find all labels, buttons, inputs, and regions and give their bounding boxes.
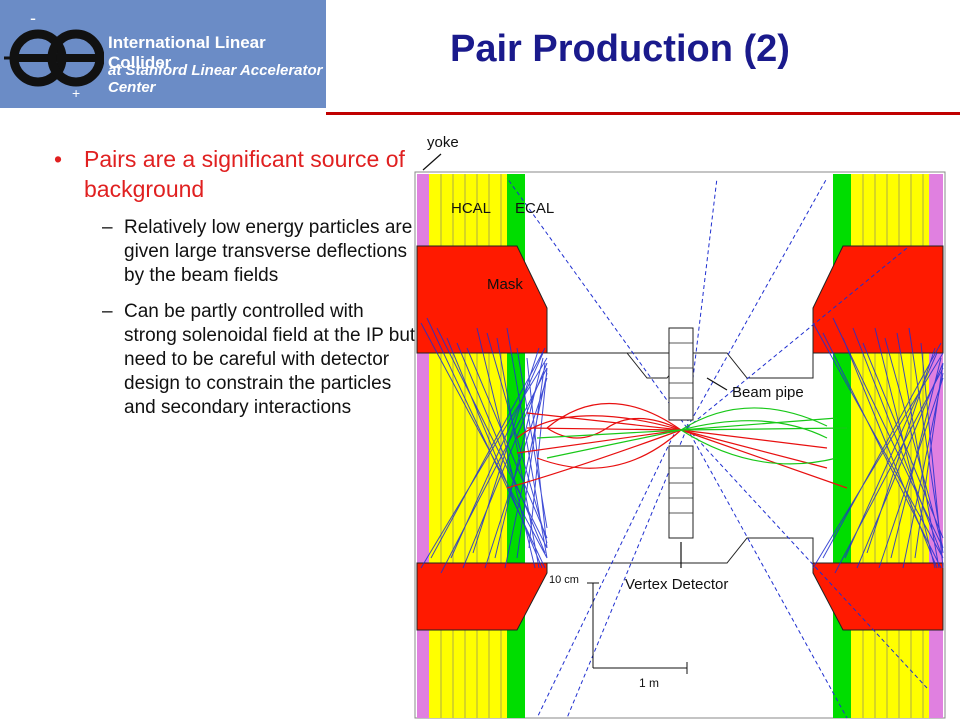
mask-upper-left xyxy=(416,245,548,354)
bullet-dot-icon: • xyxy=(54,146,63,172)
yoke-label: yoke xyxy=(427,134,459,151)
sub-bullet-text: Relatively low energy particles are give… xyxy=(124,217,413,286)
slide-title: Pair Production (2) xyxy=(450,28,790,70)
logo-subtitle: at Stanford Linear Accelerator Center xyxy=(108,62,323,96)
scale-10cm-label: 10 cm xyxy=(549,574,579,586)
mask-lower-left xyxy=(416,562,548,631)
ilc-emblem-icon: - + xyxy=(4,8,104,101)
sub-bullet-list: – Relatively low energy particles are gi… xyxy=(102,216,416,420)
svg-text:-: - xyxy=(30,8,36,28)
dash-icon: – xyxy=(102,301,113,322)
logo: - + International Linear Collider at Sta… xyxy=(0,0,326,108)
beam-pipe-label: Beam pipe xyxy=(732,384,804,401)
sub-bullet: – Can be partly controlled with strong s… xyxy=(102,300,416,420)
svg-text:+: + xyxy=(72,85,80,101)
main-bullet: • Pairs are a significant source of back… xyxy=(48,144,416,204)
hcal-label: HCAL xyxy=(451,200,492,217)
mask-lower-right xyxy=(812,562,944,631)
vertex-detector-label: Vertex Detector xyxy=(625,576,729,593)
sub-bullet-text: Can be partly controlled with strong sol… xyxy=(124,301,416,418)
scale-1m-label: 1 m xyxy=(639,676,660,690)
detector-diagram xyxy=(414,153,946,719)
vertex-detector-lower xyxy=(668,445,694,539)
beam-pipe-arrow-icon xyxy=(706,377,728,391)
beam-pipe-upper xyxy=(547,352,814,379)
ecal-label: ECAL xyxy=(515,200,555,217)
sub-bullet: – Relatively low energy particles are gi… xyxy=(102,216,416,288)
beam-pipe-lower xyxy=(547,537,814,564)
yoke-arrow-icon xyxy=(422,153,442,171)
logo-title: International Linear Collider xyxy=(108,33,266,72)
main-bullet-text: Pairs are a significant source of backgr… xyxy=(84,146,405,202)
detector-figure: yoke HCAL ECAL Mask Beam pipe Vertex Det… xyxy=(407,128,960,720)
bullet-list: • Pairs are a significant source of back… xyxy=(48,144,416,432)
mask-label: Mask xyxy=(487,276,523,293)
vertex-detector-upper xyxy=(668,327,694,421)
dash-icon: – xyxy=(102,217,113,238)
header-divider xyxy=(326,112,960,115)
mask-upper-right xyxy=(812,245,944,354)
